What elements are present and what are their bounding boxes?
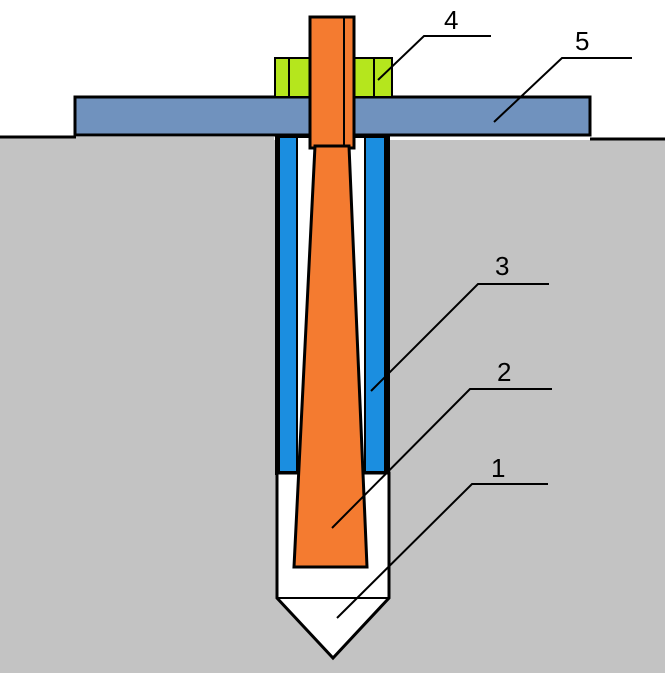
rod-top [308, 15, 356, 150]
sleeve-right-wall [366, 138, 384, 471]
callout-number-3: 3 [495, 251, 509, 281]
leader-line-5 [493, 57, 632, 123]
callout-number-5: 5 [575, 26, 589, 56]
leader-line-4 [377, 35, 491, 81]
callout-number-1: 1 [491, 453, 505, 483]
rod-taper [292, 144, 369, 569]
callout-number-4: 4 [444, 5, 458, 35]
sleeve-left-wall [280, 138, 296, 471]
leader-line-3 [370, 283, 549, 392]
leader-line-1 [336, 483, 548, 619]
leader-line-2 [331, 388, 552, 529]
callout-number-2: 2 [497, 357, 511, 387]
